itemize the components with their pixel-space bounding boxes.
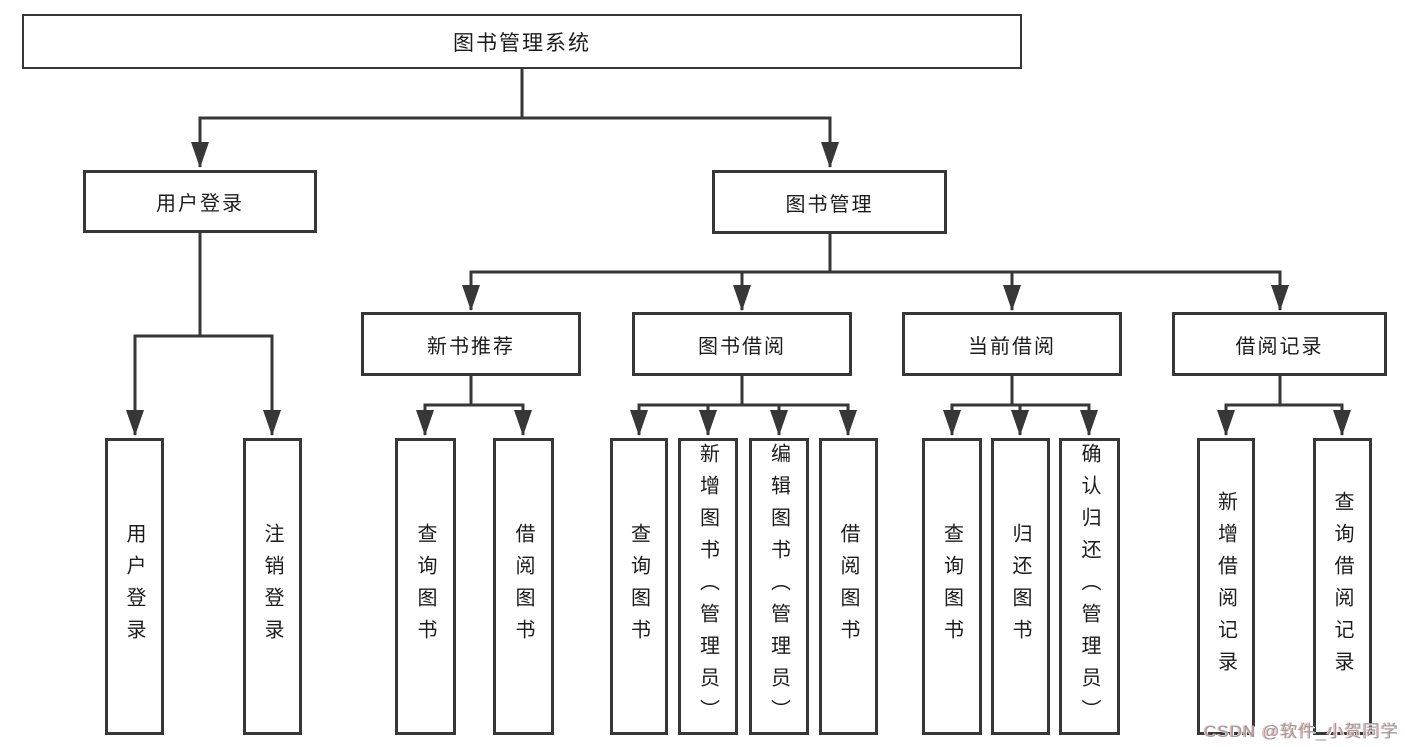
node-root-system: 图书管理系统 xyxy=(22,14,1022,69)
node-current-borrow: 当前借阅 xyxy=(902,312,1122,376)
leaf-query-borrow-record: 查询借阅记录 xyxy=(1313,438,1372,735)
leaf-add-books-admin: 新增图书（管理员） xyxy=(678,438,738,735)
connector-user-login-children xyxy=(126,231,281,436)
leaf-return-books: 归还图书 xyxy=(991,438,1050,735)
connector-book-borrow-children xyxy=(630,375,857,436)
connector-borrow-records-children xyxy=(1217,375,1351,436)
watermark: CSDN @软件_小贺同学 xyxy=(1204,722,1399,741)
connector-book-mgmt-to-level3 xyxy=(462,232,1289,311)
connector-current-borrow-children xyxy=(943,375,1098,436)
connector-root-to-level2 xyxy=(191,67,839,168)
leaf-edit-books-admin: 编辑图书（管理员） xyxy=(749,438,809,735)
leaf-user-login: 用户登录 xyxy=(105,438,164,735)
leaf-query-books: 查询图书 xyxy=(610,438,668,735)
leaf-query-books: 查询图书 xyxy=(922,438,982,735)
leaf-borrow-books: 借阅图书 xyxy=(493,438,554,735)
node-book-borrow: 图书借阅 xyxy=(632,312,852,376)
node-borrow-records: 借阅记录 xyxy=(1172,312,1387,376)
leaf-borrow-books: 借阅图书 xyxy=(819,438,878,735)
node-book-management: 图书管理 xyxy=(712,170,947,234)
node-user-login: 用户登录 xyxy=(83,170,317,233)
node-new-book-recommend: 新书推荐 xyxy=(361,312,581,376)
leaf-confirm-return-admin: 确认归还（管理员） xyxy=(1059,438,1120,735)
leaf-add-borrow-record: 新增借阅记录 xyxy=(1197,438,1255,735)
leaf-query-books: 查询图书 xyxy=(395,438,456,735)
connector-new-recommend-children xyxy=(416,375,532,436)
leaf-logout: 注销登录 xyxy=(243,438,302,735)
